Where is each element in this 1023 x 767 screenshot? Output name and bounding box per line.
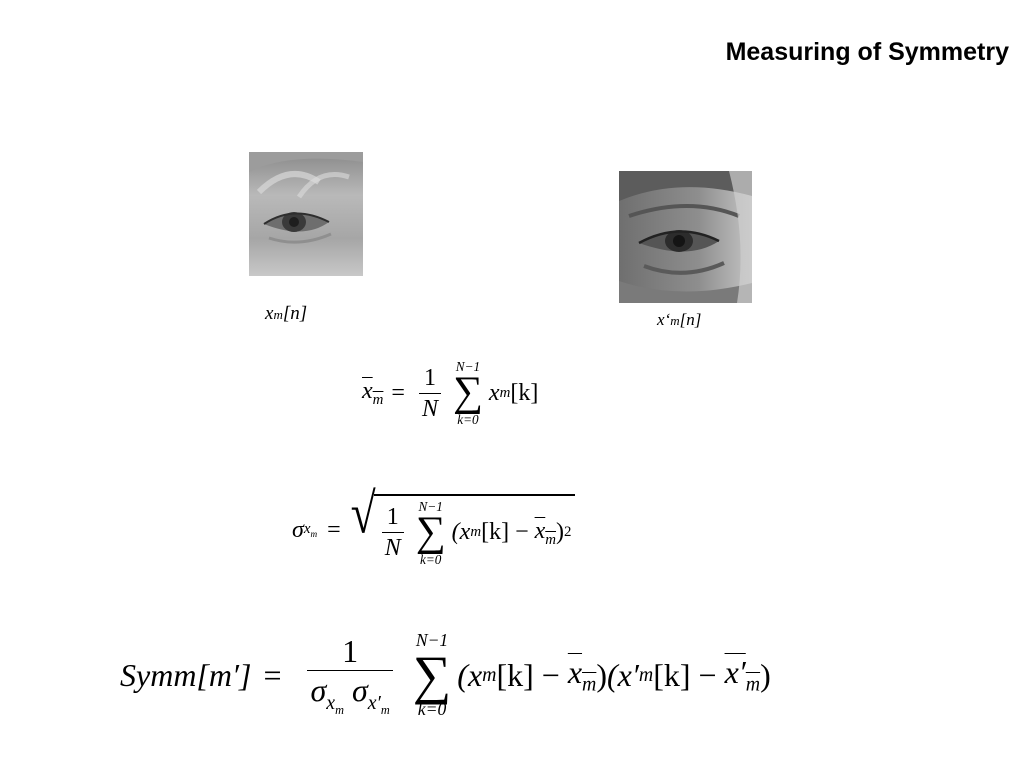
left-eye-image (249, 152, 363, 276)
summation-symbol: N−1∑k=0 (452, 358, 483, 427)
summation-symbol: N−1∑k=0 (415, 498, 446, 567)
slide-title: Measuring of Symmetry (725, 38, 1009, 66)
right-eye-image (619, 171, 752, 303)
left-image-caption: xm[n] (265, 303, 308, 324)
summation-symbol: N−1∑k=0 (412, 630, 452, 720)
right-image-caption: x‘m[n] (657, 310, 702, 329)
